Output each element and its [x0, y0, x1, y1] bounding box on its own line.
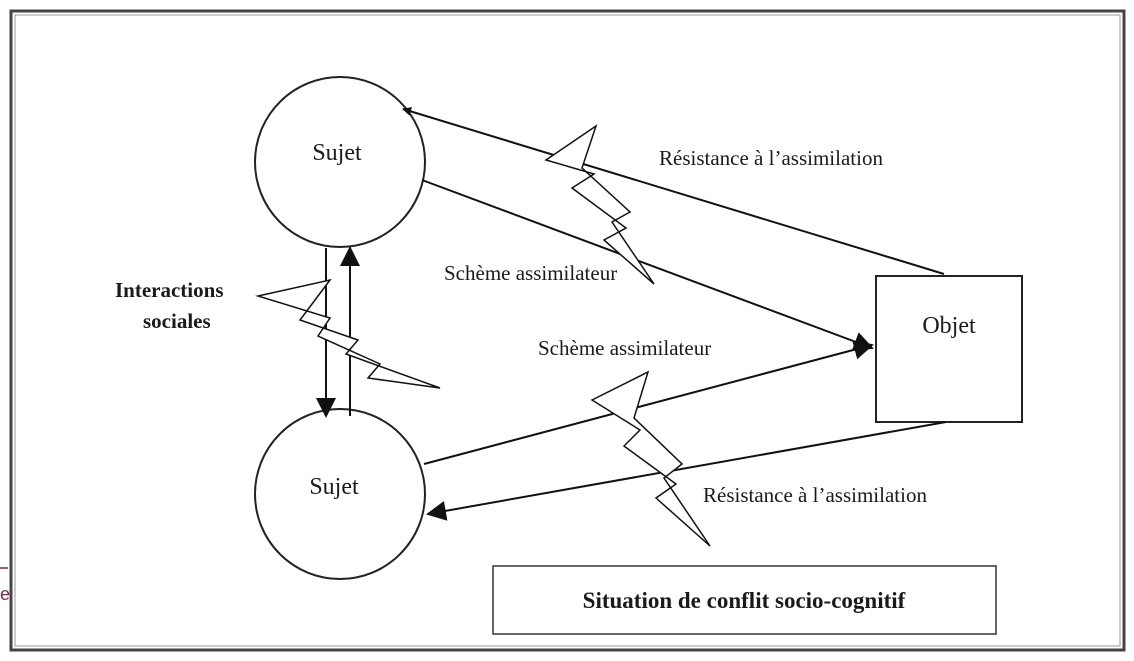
sujet-bottom-node [254, 408, 426, 580]
edge-fragment-text: e [0, 584, 10, 604]
sujet-bottom-label: Sujet [309, 474, 359, 500]
label-resistance-top: Résistance à l’assimilation [659, 146, 883, 170]
arrow-scheme-top [421, 179, 874, 352]
label-scheme-bottom: Schème assimilateur [538, 336, 711, 360]
sujet-top-label: Sujet [312, 140, 362, 166]
objet-node [875, 275, 1023, 423]
lightning-bolt-middle [255, 278, 441, 389]
objet-label: Objet [922, 313, 976, 339]
label-interactions-line1: Interactions [115, 278, 224, 302]
lightning-bolt-top [544, 124, 655, 285]
outer-frame-inner [14, 14, 1121, 647]
lightning-bolt-bottom [590, 370, 711, 547]
arrow-resistance-bottom [426, 421, 947, 521]
label-scheme-top: Schème assimilateur [444, 261, 617, 285]
label-resistance-bottom: Résistance à l’assimilation [703, 483, 927, 507]
title-box [492, 565, 997, 635]
outer-frame [9, 9, 1126, 652]
label-interactions-line2: sociales [143, 309, 211, 333]
title-box-text: Situation de conflit socio-cognitif [583, 588, 906, 613]
arrow-resistance-top [402, 107, 945, 275]
arrow-scheme-bottom [423, 339, 874, 465]
